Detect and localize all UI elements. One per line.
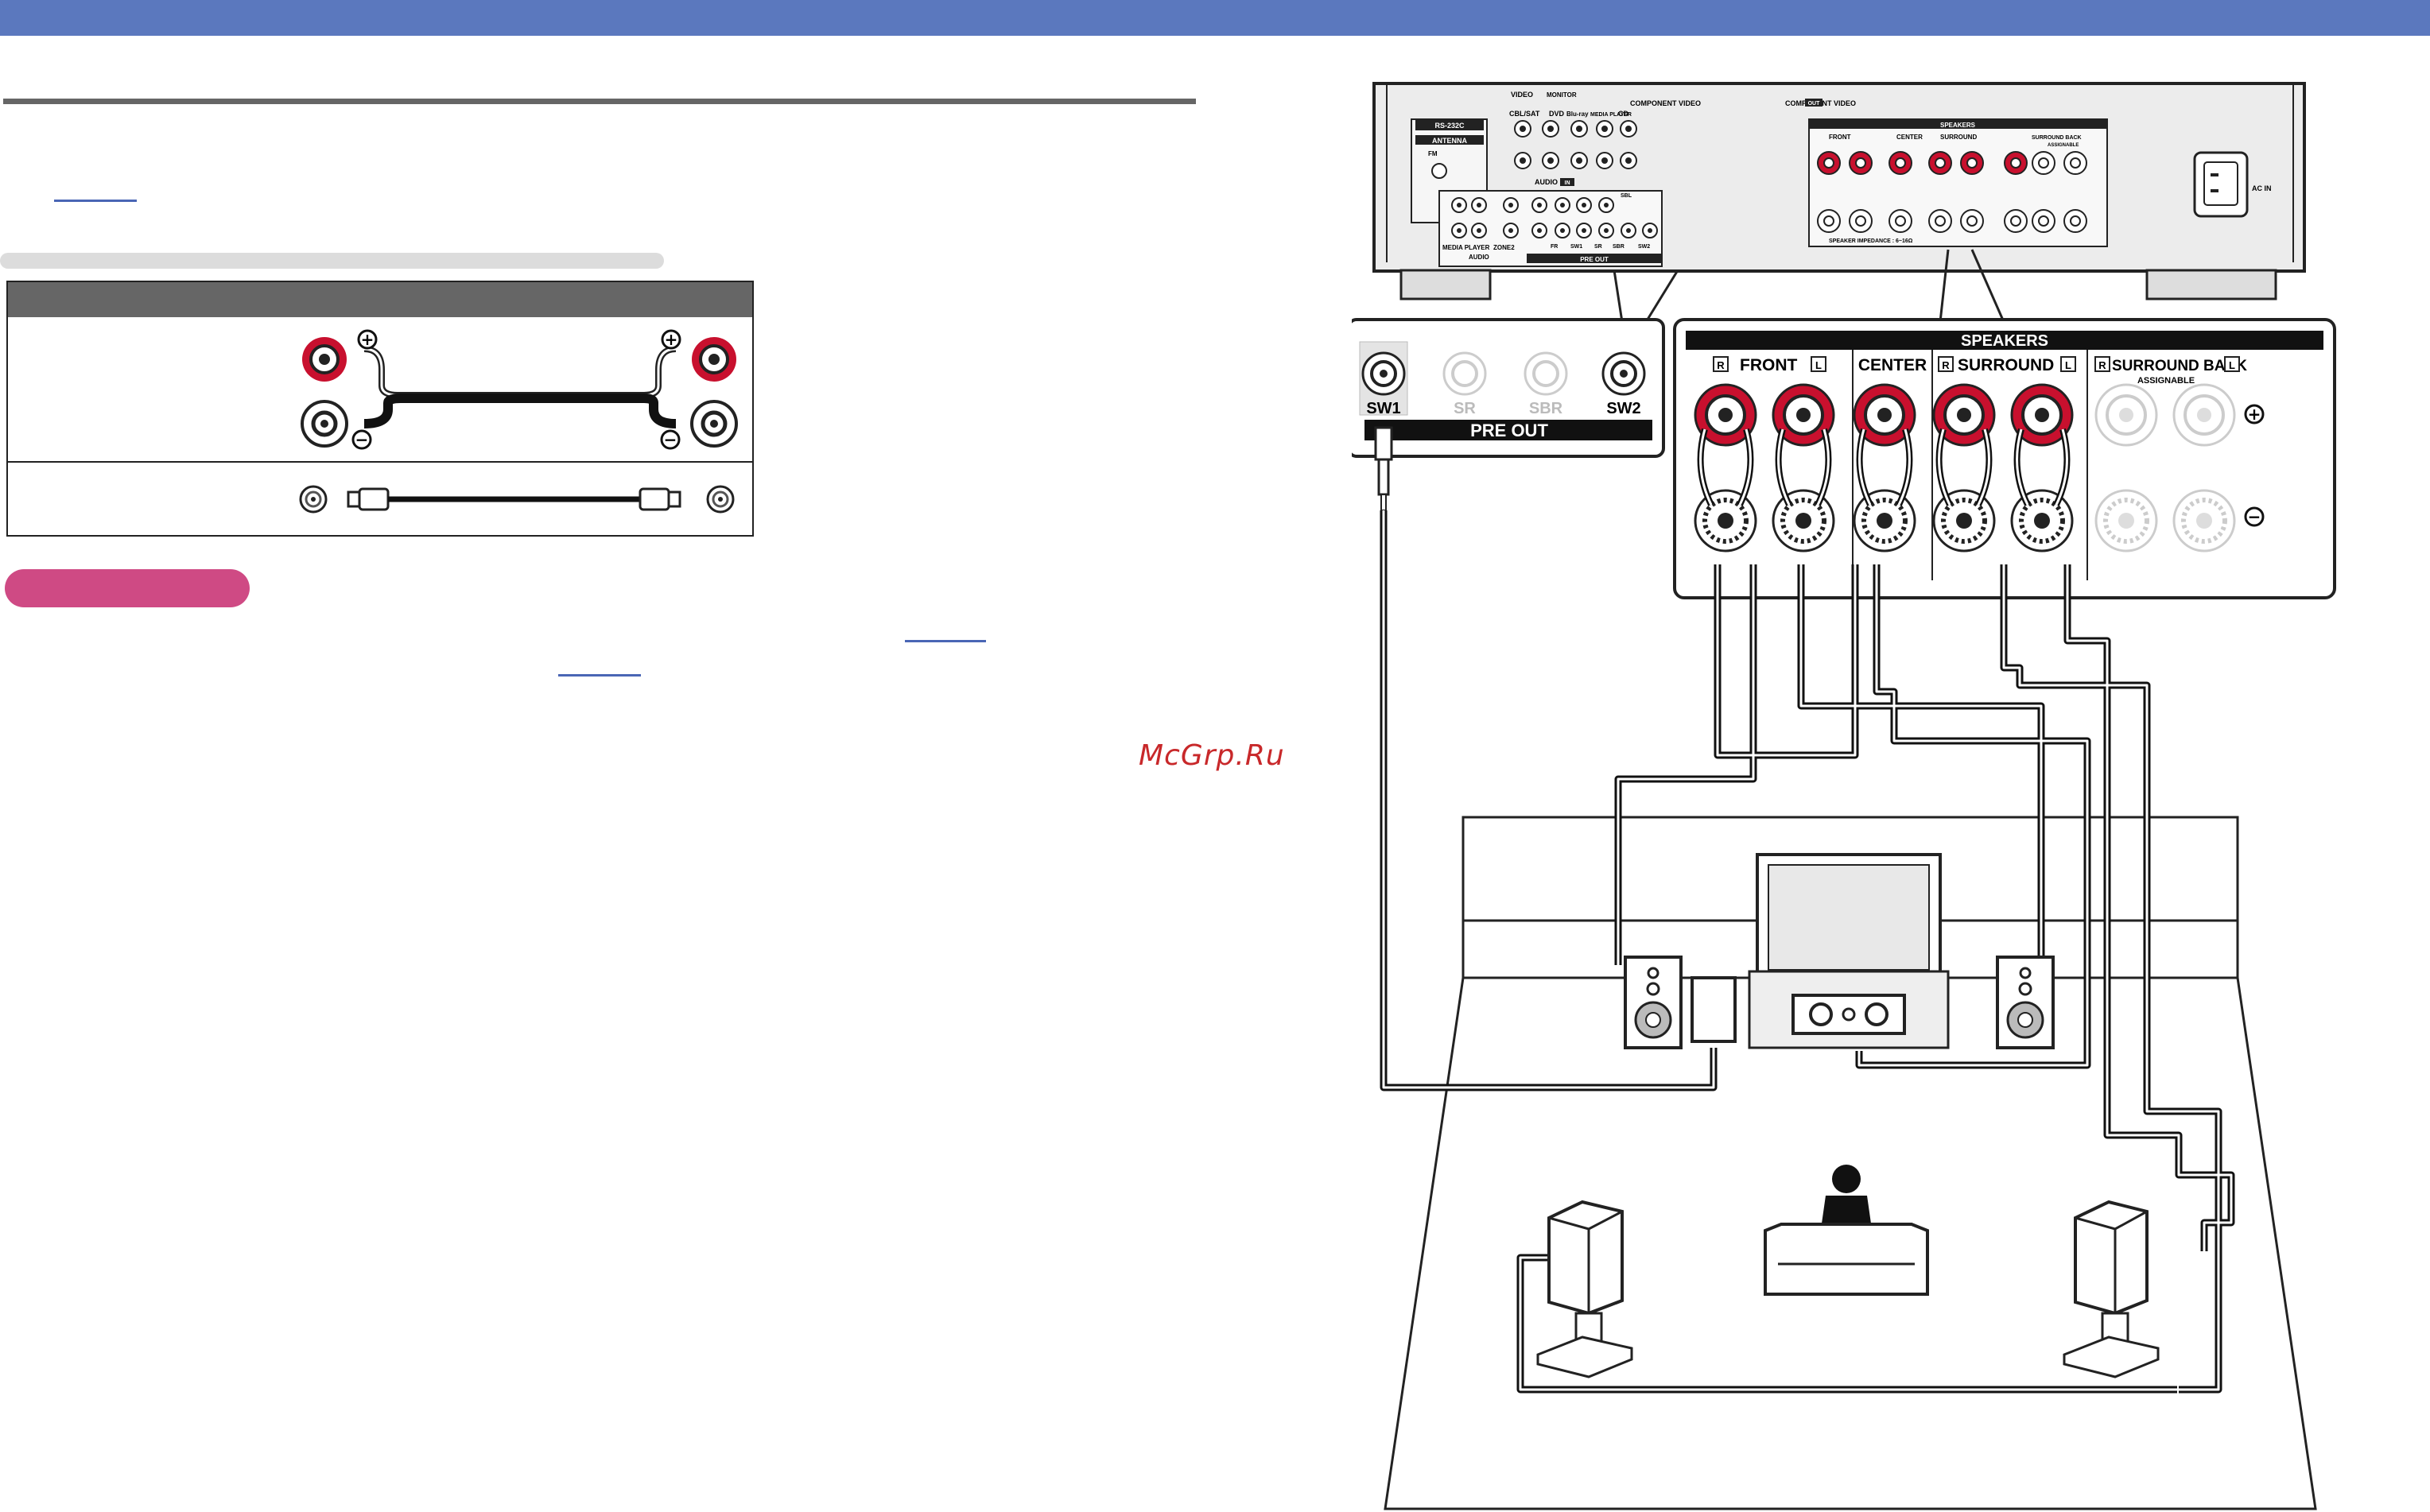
minus-icon [351, 429, 372, 450]
receiver-foot [2145, 269, 2277, 300]
svg-text:SURROUND BACK: SURROUND BACK [2112, 358, 2247, 374]
svg-text:SBR: SBR [1529, 400, 1563, 417]
speaker-connection-diagram: RS-232C ANTENNA FM CBL/SAT DVD Blu-ray M… [1352, 82, 2336, 1510]
minus-icon [2244, 506, 2265, 527]
svg-text:−: − [2248, 507, 2261, 526]
svg-text:SBL: SBL [1621, 193, 1632, 199]
listener-on-sofa [1764, 1165, 1929, 1296]
minus-sign: − [355, 430, 369, 449]
svg-text:OUT: OUT [1808, 101, 1821, 107]
plus-sign: + [665, 330, 678, 349]
receiver-rear-panel: RS-232C ANTENNA FM CBL/SAT DVD Blu-ray M… [1372, 82, 2306, 300]
pre-out-callout: SW1 SR SBR SW2 PRE OUT [1352, 269, 1679, 511]
svg-text:SURROUND: SURROUND [1940, 134, 1977, 141]
svg-text:L: L [1815, 359, 1822, 371]
svg-text:CBL/SAT: CBL/SAT [1509, 110, 1540, 118]
svg-text:DVD: DVD [1549, 110, 1565, 118]
surround-right-speaker [2063, 1200, 2160, 1378]
svg-text:PRE OUT: PRE OUT [1470, 421, 1548, 440]
svg-text:SPEAKER IMPEDANCE : 6~16Ω: SPEAKER IMPEDANCE : 6~16Ω [1829, 238, 1913, 244]
svg-text:ZONE2: ZONE2 [1493, 244, 1515, 251]
subwoofer [1691, 976, 1737, 1043]
svg-text:ANTENNA: ANTENNA [1432, 137, 1467, 145]
subwoofer-cable-illustration [299, 485, 735, 514]
speaker-cable-illustration: + − + − [301, 329, 738, 450]
svg-text:ASSIGNABLE: ASSIGNABLE [2048, 143, 2079, 148]
svg-text:R: R [1942, 359, 1950, 371]
svg-text:ASSIGNABLE: ASSIGNABLE [2137, 376, 2195, 386]
minus-icon [660, 429, 681, 450]
svg-text:CENTER: CENTER [1896, 134, 1923, 141]
speaker-wires [1380, 510, 2235, 1394]
svg-text:FRONT: FRONT [1740, 356, 1797, 374]
svg-text:CENTER: CENTER [1858, 356, 1927, 374]
plus-icon [357, 329, 378, 350]
svg-text:MEDIA PLAYER: MEDIA PLAYER [1590, 112, 1632, 118]
connection-table: + − + − [6, 281, 754, 537]
header-bar [0, 0, 2430, 36]
svg-text:FM: FM [1428, 150, 1438, 157]
title-rule [3, 99, 1196, 104]
note-badge [5, 569, 250, 607]
svg-text:SPEAKERS: SPEAKERS [1961, 332, 2048, 350]
svg-text:MEDIA PLAYER: MEDIA PLAYER [1442, 244, 1490, 251]
svg-text:SR: SR [1594, 244, 1602, 250]
svg-text:Blu-ray: Blu-ray [1566, 110, 1589, 118]
plus-icon [661, 329, 681, 350]
svg-text:CD: CD [1618, 110, 1628, 118]
svg-text:FRONT: FRONT [1829, 134, 1851, 141]
page-link[interactable] [558, 674, 641, 677]
svg-text:AC IN: AC IN [2252, 184, 2272, 192]
front-left-speaker [1624, 956, 1683, 1049]
svg-text:SR: SR [1454, 400, 1476, 417]
center-speaker [1791, 994, 1906, 1035]
callout-terminal-posts [1694, 383, 2236, 552]
svg-text:L: L [2065, 359, 2071, 371]
svg-text:PRE OUT: PRE OUT [1580, 256, 1609, 263]
svg-text:SW1: SW1 [1366, 400, 1400, 417]
svg-text:COMPONENT VIDEO: COMPONENT VIDEO [1630, 99, 1701, 107]
svg-text:R: R [2098, 359, 2106, 371]
television [1748, 853, 1950, 1049]
panel-rca-jacks [1451, 120, 1658, 238]
svg-text:RS-232C: RS-232C [1434, 122, 1465, 130]
svg-text:VIDEO: VIDEO [1511, 91, 1533, 99]
speakers-callout: SPEAKERS R FRONT L CENTER R SURROUND L R… [1673, 249, 2336, 599]
plus-icon [2244, 404, 2265, 425]
svg-text:+: + [2248, 405, 2261, 424]
page-link[interactable] [905, 640, 986, 642]
minus-sign: − [664, 430, 677, 449]
svg-text:SW1: SW1 [1570, 244, 1582, 250]
svg-text:SURROUND: SURROUND [1958, 356, 2054, 374]
surround-left-speaker [1536, 1200, 1633, 1378]
front-right-speaker [1996, 956, 2055, 1049]
section-subheading-bar [0, 253, 664, 269]
svg-text:IN: IN [1565, 180, 1570, 186]
table-header [8, 282, 752, 317]
svg-text:L: L [2229, 359, 2235, 371]
svg-text:SBR: SBR [1613, 244, 1625, 250]
plus-sign: + [361, 330, 375, 349]
receiver-foot [1399, 269, 1492, 300]
panel-terminal-posts [1817, 151, 2087, 233]
cable-illustrations: + − + − [299, 329, 738, 514]
svg-text:R: R [1717, 359, 1725, 371]
svg-text:SURROUND BACK: SURROUND BACK [2032, 135, 2082, 141]
svg-text:SW2: SW2 [1606, 400, 1640, 417]
page-link[interactable] [54, 200, 137, 202]
svg-text:MONITOR: MONITOR [1547, 91, 1577, 99]
svg-text:AUDIO: AUDIO [1469, 254, 1489, 261]
svg-text:FR: FR [1551, 244, 1558, 250]
watermark-text: McGrp.Ru [1139, 739, 1285, 772]
table-row-divider [8, 461, 752, 463]
svg-text:SPEAKERS: SPEAKERS [1940, 122, 1976, 129]
svg-text:AUDIO: AUDIO [1535, 178, 1558, 186]
svg-text:SW2: SW2 [1638, 244, 1650, 250]
